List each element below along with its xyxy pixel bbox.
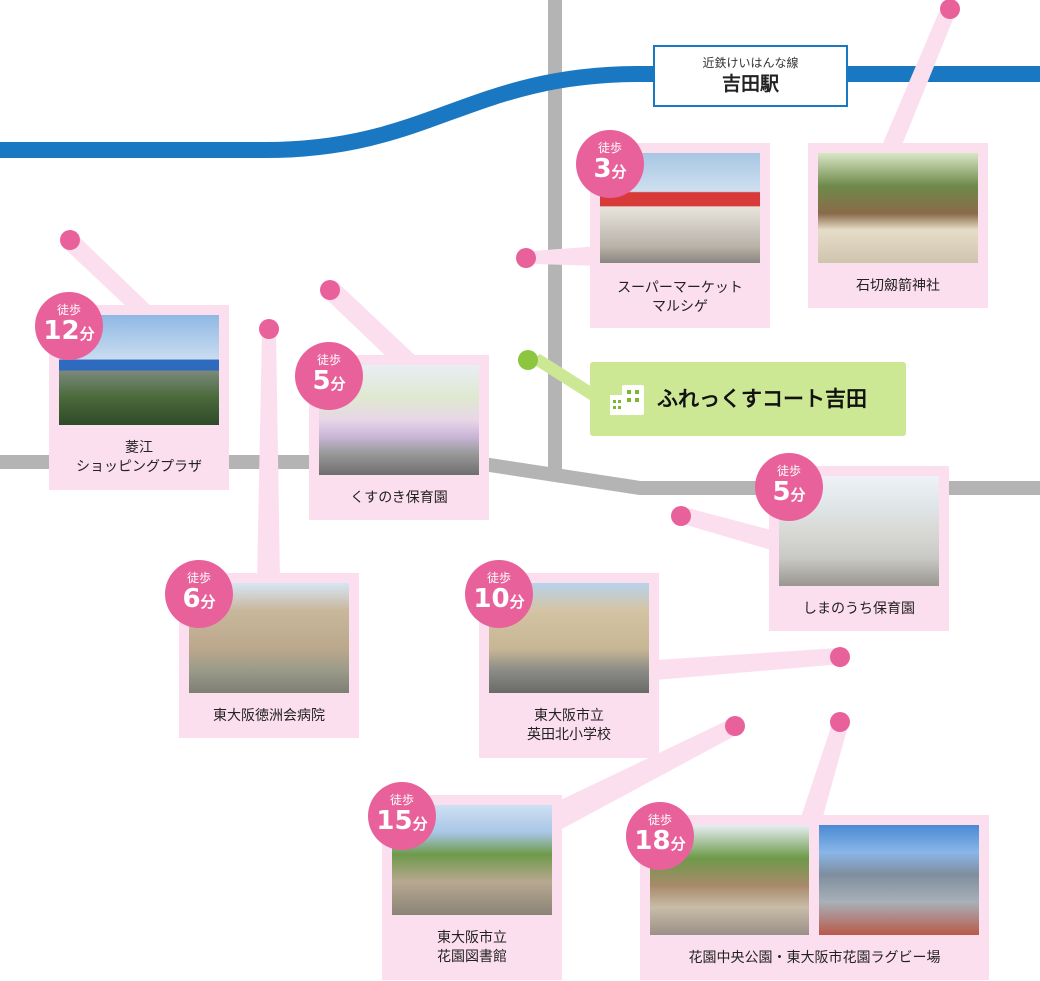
connector-tokushukai <box>257 331 280 580</box>
walk-minutes: 15 <box>376 806 413 836</box>
walk-minutes: 5 <box>312 366 331 396</box>
place-name-line: 英田北小学校 <box>527 727 611 743</box>
pin-home[interactable] <box>518 350 538 370</box>
pin-hishie[interactable] <box>60 230 80 250</box>
walk-label: 徒歩 <box>316 353 341 367</box>
place-card-kusunoki[interactable]: くすのき保育園 <box>309 355 489 520</box>
minute-unit: 分 <box>670 835 686 853</box>
connector-home <box>530 354 600 404</box>
place-name-line: マルシゲ <box>652 299 708 315</box>
place-card-ishikiri[interactable]: 石切劔箭神社 <box>808 143 988 308</box>
pin-kusunoki[interactable] <box>320 280 340 300</box>
walk-time-badge-marushige: 徒歩 3分 <box>576 130 644 198</box>
station-line-name: 近鉄けいはんな線 <box>702 56 799 70</box>
place-name-line: 花園図書館 <box>437 949 507 965</box>
walk-label: 徒歩 <box>597 141 622 155</box>
walk-label: 徒歩 <box>647 813 672 827</box>
place-name-line: くすのき保育園 <box>350 490 448 506</box>
minute-unit: 分 <box>790 486 806 504</box>
pin-shimanouchi[interactable] <box>671 506 691 526</box>
place-name-line: 花園中央公園・東大阪市花園ラグビー場 <box>688 950 941 966</box>
minute-unit: 分 <box>412 815 428 833</box>
pins <box>60 0 960 736</box>
connector-library <box>548 720 742 830</box>
pin-library[interactable] <box>725 716 745 736</box>
station-label: 近鉄けいはんな線 吉田駅 <box>653 45 848 107</box>
walk-time-badge-library: 徒歩 15分 <box>368 782 436 850</box>
walk-time-badge-eidakita: 徒歩 10分 <box>465 560 533 628</box>
connector-eidakita <box>656 648 842 680</box>
place-name-line: 菱江 <box>125 440 153 456</box>
connector-marushige <box>518 246 600 266</box>
walk-label: 徒歩 <box>776 464 801 478</box>
minute-unit: 分 <box>509 593 525 611</box>
minute-unit: 分 <box>200 593 216 611</box>
walk-time-badge-hishie: 徒歩 12分 <box>35 292 103 360</box>
walk-label: 徒歩 <box>486 571 511 585</box>
place-name-line: 東大阪市立 <box>534 708 604 724</box>
railway-line <box>0 66 1040 158</box>
place-name-line: 東大阪市立 <box>437 930 507 946</box>
walk-label: 徒歩 <box>56 303 81 317</box>
place-photo-rugby-stadium <box>819 825 979 935</box>
place-photo-ishikiri <box>818 153 978 263</box>
walk-minutes: 10 <box>473 584 510 614</box>
walk-label: 徒歩 <box>186 571 211 585</box>
walk-label: 徒歩 <box>389 793 414 807</box>
pin-hanazono[interactable] <box>830 712 850 732</box>
place-name-line: ショッピングプラザ <box>76 459 202 475</box>
walk-minutes: 18 <box>634 826 671 856</box>
minute-unit: 分 <box>330 375 346 393</box>
walk-minutes: 5 <box>772 477 791 507</box>
building-icon <box>610 385 644 415</box>
place-name-line: 石切劔箭神社 <box>856 278 940 294</box>
station-name: 吉田駅 <box>721 73 779 95</box>
walk-time-badge-shimanouchi: 徒歩 5分 <box>755 453 823 521</box>
place-card-marushige[interactable]: スーパーマーケット マルシゲ <box>590 143 770 328</box>
pin-eidakita[interactable] <box>830 647 850 667</box>
walk-minutes: 3 <box>593 154 612 184</box>
minute-unit: 分 <box>79 325 95 343</box>
home-property-label[interactable]: ふれっくすコート吉田 <box>590 362 906 436</box>
walk-minutes: 12 <box>43 316 80 346</box>
pin-marushige[interactable] <box>516 248 536 268</box>
walk-time-badge-tokushukai: 徒歩 6分 <box>165 560 233 628</box>
home-property-name: ふれっくすコート吉田 <box>657 387 867 411</box>
place-name-line: しまのうち保育園 <box>803 601 915 617</box>
pin-connectors <box>62 12 956 830</box>
pin-ishikiri[interactable] <box>940 0 960 19</box>
walk-time-badge-kusunoki: 徒歩 5分 <box>295 342 363 410</box>
place-name-line: スーパーマーケット <box>617 280 743 296</box>
walk-time-badge-hanazono: 徒歩 18分 <box>626 802 694 870</box>
minute-unit: 分 <box>611 163 627 181</box>
place-card-hishie[interactable]: 菱江 ショッピングプラザ <box>49 305 229 490</box>
place-card-hanazono[interactable]: 花園中央公園・東大阪市花園ラグビー場 <box>640 815 989 980</box>
pin-tokushukai[interactable] <box>259 319 279 339</box>
connector-shimanouchi <box>676 508 790 552</box>
connector-ishikiri <box>880 12 956 150</box>
walk-minutes: 6 <box>182 584 201 614</box>
connector-hishie <box>62 234 155 310</box>
place-name-line: 東大阪徳洲会病院 <box>213 708 325 724</box>
connector-hanazono <box>800 724 848 820</box>
connector-kusunoki <box>323 282 420 360</box>
